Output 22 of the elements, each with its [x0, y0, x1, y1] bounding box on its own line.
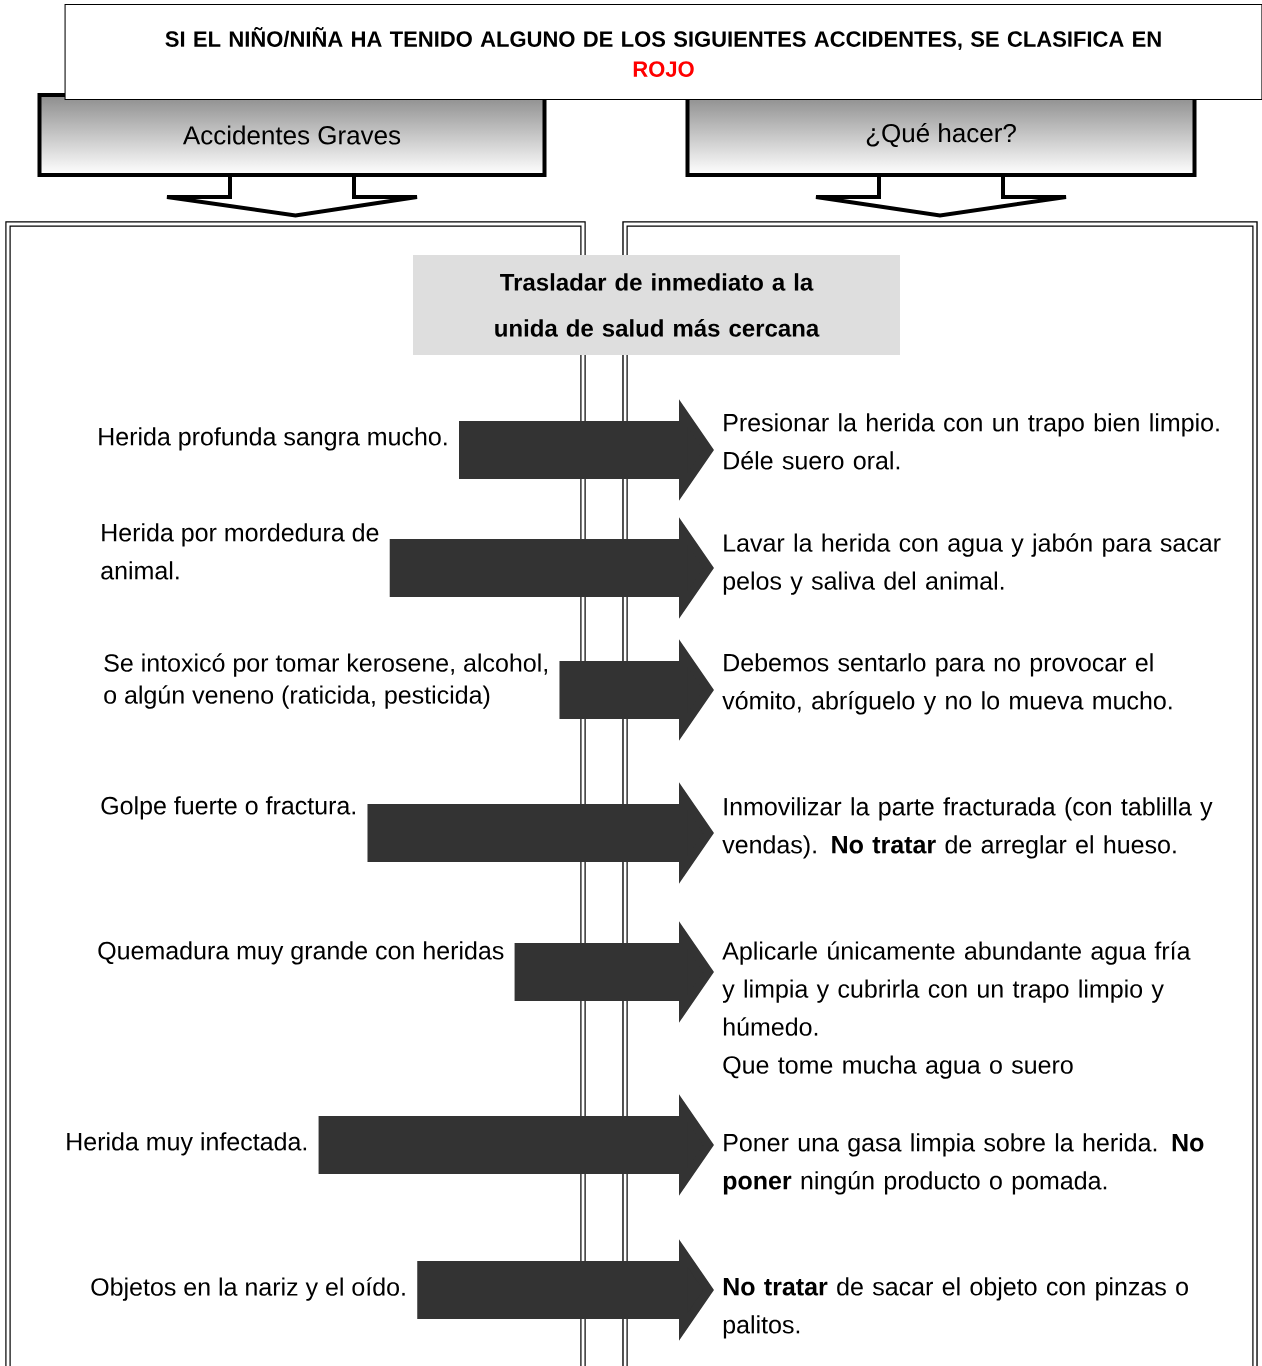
instruction-text: No tratar de sacar el objeto con pinzas o palitos. — [723, 1277, 1188, 1339]
instruction-text: Inmovilizar la parte fracturada (con tablilla y vendas). No tratar de arreglar el hueso. — [722, 797, 1213, 859]
down-arrow — [165, 175, 419, 218]
banner-box: ¿Qué hacer? — [685, 93, 1197, 177]
accident-text: Golpe fuerte o fractura. — [101, 796, 355, 820]
info-box: Trasladar de inmediato a la unida de salud más cercana — [413, 255, 900, 355]
accident-text: Objetos en la nariz y el oído. — [91, 1277, 405, 1301]
accident-text: Herida por mordedura de animal. — [101, 523, 379, 580]
accident-text: Herida profunda sangra mucho. — [99, 427, 447, 451]
node-label: SI EL NIÑO/NIÑA HA TENIDO ALGUNO DE LOS SIGUIENTES ACCIDENTES, SE CLASIFICA EN — [165, 27, 1161, 51]
instruction-text: Poner una gasa limpia sobre la herida. No poner ningún producto o pomada. — [723, 1133, 1204, 1195]
instruction-text: Debemos sentarlo para no provocar el vómito, abríguelo y no lo mueva mucho. — [722, 653, 1172, 715]
banner-box: Accidentes Graves — [37, 93, 547, 177]
instruction-text: Presionar la herida con un trapo bien limpio. Déle suero oral. — [724, 413, 1219, 470]
accident-text: Se intoxicó por tomar kerosene, alcohol, o algún veneno (raticida, pesticida) — [104, 653, 547, 709]
node-label: ROJO — [633, 61, 694, 77]
instruction-text: Lavar la herida con agua y jabón para sacar pelos y saliva del animal. — [723, 533, 1221, 595]
header-box: SI EL NIÑO/NIÑA HA TENIDO ALGUNO DE LOS SIGUIENTES ACCIDENTES, SE CLASIFICA EN ROJO — [64, 3, 1262, 101]
accident-text: Herida muy infectada. — [67, 1132, 307, 1156]
down-arrow — [814, 175, 1068, 218]
accident-text: Quemadura muy grande con heridas — [98, 941, 504, 965]
instruction-text: Aplicarle únicamente abundante agua fría y limpia y cubrirla con un trapo limpio y húmedo. Que tome mucha agua o suero — [722, 941, 1191, 1079]
